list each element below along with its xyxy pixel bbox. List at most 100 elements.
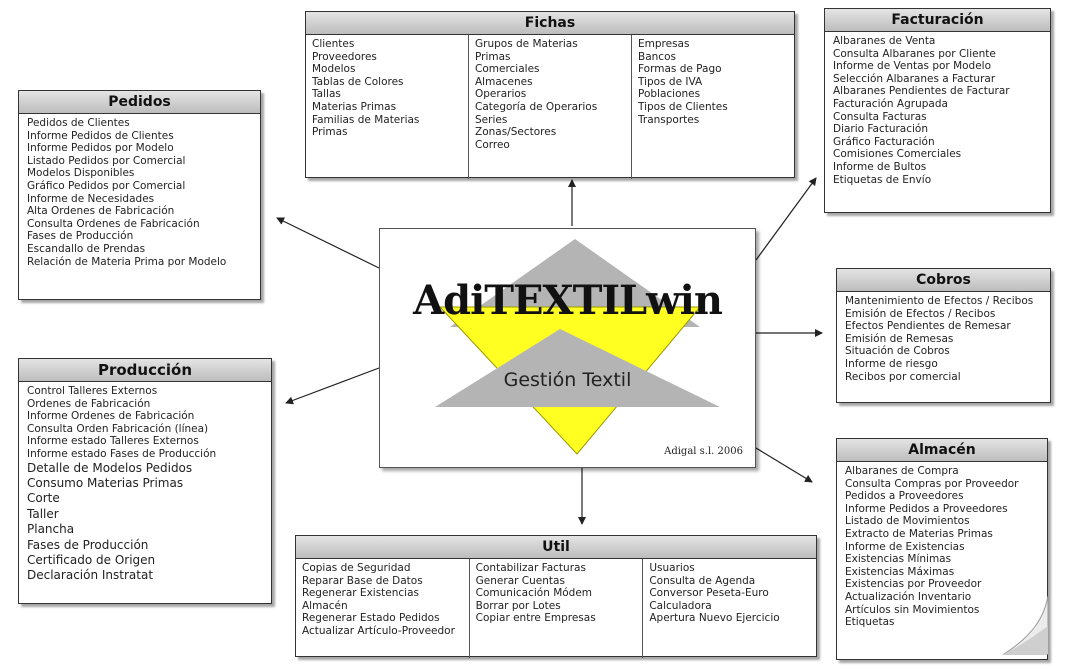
list-item: Extracto de Materias Primas [845, 527, 993, 540]
list-item: Informe estado Fases de Producción [27, 447, 217, 460]
list-item: Informe de Existencias [845, 540, 965, 553]
pedidos-title: Pedidos [19, 91, 260, 114]
produccion-title: Producción [19, 359, 271, 382]
list-item: Etiquetas de Envío [833, 173, 932, 186]
list-item: Plancha [27, 522, 75, 537]
list-item: Comunicación Módem [475, 587, 593, 600]
list-item: Consulta de Agenda [649, 574, 756, 587]
list-item: Recibos por comercial [845, 370, 961, 383]
list-item: Primas [312, 126, 348, 139]
list-item: Listado Pedidos por Comercial [27, 154, 186, 167]
list-item: Almacenes [475, 75, 533, 88]
list-item: Informe Pedidos a Proveedores [845, 502, 1008, 515]
list-item: Albaranes Pendientes de Facturar [833, 85, 1010, 98]
list-item: Regenerar Existencias [302, 587, 419, 600]
list-item: Tablas de Colores [312, 75, 404, 88]
list-item: Regenerar Estado Pedidos [302, 612, 440, 625]
list-item: Grupos de Materias [475, 38, 578, 50]
list-item: Actualizar Artículo-Proveedor [302, 624, 455, 637]
list-item: Materias Primas [312, 100, 397, 113]
list-item: Informe Pedidos de Clientes [27, 129, 174, 142]
star-triangle-lower [435, 329, 720, 407]
arrow-to-almacen [755, 447, 813, 483]
list-item: Formas de Pago [638, 63, 722, 76]
list-item: Detalle de Modelos Pedidos [27, 460, 193, 475]
list-item: Consulta Facturas [833, 110, 927, 123]
list-item: Albaranes de Venta [833, 35, 936, 47]
list-item: Gráfico Facturación [833, 135, 935, 148]
list-item: Reparar Base de Datos [302, 574, 423, 587]
list-item: Tallas [312, 88, 341, 101]
list-item: Escandallo de Prendas [27, 242, 146, 255]
app-credit: Adigal s.l. 2006 [664, 446, 743, 457]
list-item: Transportes [638, 113, 700, 126]
list-item: Zonas/Sectores [475, 126, 557, 139]
list-item: Artículos sin Movimientos [845, 603, 980, 616]
list-item: Fases de Producción [27, 230, 134, 243]
list-item: Modelos [312, 63, 356, 76]
list-item: Fases de Producción [27, 537, 149, 552]
util-title: Util [296, 536, 816, 559]
list-item: Informe Ordenes de Fabricación [27, 410, 195, 423]
star-triangle-up [450, 239, 700, 327]
list-item: Pedidos a Proveedores [845, 490, 964, 503]
list-item: Copias de Seguridad [302, 562, 411, 574]
list-item: Conversor Peseta-Euro [649, 587, 769, 600]
list-item: Alta Ordenes de Fabricación [27, 205, 175, 218]
list-item: Empresas [638, 38, 690, 50]
list-item: Consumo Materias Primas [27, 475, 184, 490]
list-item: Existencias Máximas [845, 565, 955, 578]
list-item: Copiar entre Empresas [475, 612, 596, 625]
list-item: Emisión de Efectos / Recibos [845, 307, 996, 320]
list-item: Etiquetas [845, 616, 895, 629]
list-item: Existencias Mínimas [845, 553, 952, 566]
list-item: Usuarios [649, 562, 695, 574]
list-item: Certificado de Origen [27, 553, 156, 567]
list-item: Facturación Agrupada [833, 97, 948, 110]
almacen-title: Almacén [837, 439, 1047, 462]
list-item: Operarios [475, 88, 527, 101]
list-item: Emisión de Remesas [845, 332, 954, 345]
list-item: Series [475, 113, 508, 126]
list-item: Listado de Movimientos [845, 515, 970, 528]
app-subtitle: Gestión Textil [503, 369, 632, 391]
list-item: Comisiones Comerciales [833, 148, 962, 161]
list-item: Situación de Cobros [845, 345, 950, 358]
list-item: Actualización Inventario [845, 590, 972, 603]
list-item: Tipos de IVA [638, 75, 703, 88]
fichas-title: Fichas [306, 12, 794, 35]
list-item: Bancos [638, 50, 676, 63]
list-item: Categoría de Operarios [475, 100, 598, 113]
center-logo-panel: AdiTEXTILwin Gestión Textil Adigal s.l. … [379, 228, 756, 468]
list-item: Efectos Pendientes de Remesar [845, 320, 1011, 333]
list-item: Corte [27, 491, 60, 506]
list-item: Borrar por Lotes [475, 599, 561, 612]
star-of-david-graphic [435, 239, 720, 455]
list-item: Consulta Ordenes de Fabricación [27, 217, 200, 230]
facturacion-title: Facturación [825, 9, 1050, 32]
list-item: Contabilizar Facturas [475, 562, 586, 574]
page-curl-icon [1002, 596, 1049, 655]
arrow-to-produccion [285, 367, 380, 405]
cobros-title: Cobros [837, 269, 1050, 292]
list-item: Calculadora [649, 599, 712, 612]
list-item: Tipos de Clientes [638, 100, 728, 113]
list-item: Clientes [312, 38, 355, 50]
list-item: Consulta Orden Fabricación (línea) [27, 422, 209, 435]
list-item: Pedidos de Clientes [27, 117, 130, 129]
